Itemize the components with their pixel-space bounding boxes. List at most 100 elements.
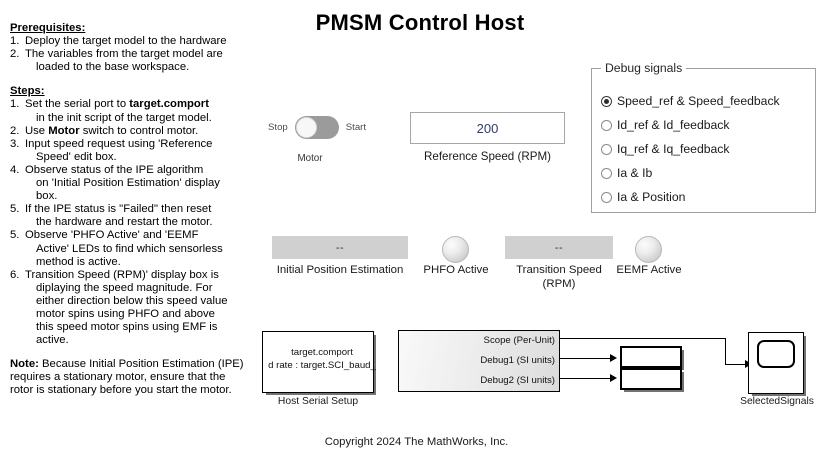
transition-caption-line1: Transition Speed bbox=[516, 264, 602, 276]
list-number: 3. bbox=[10, 137, 20, 150]
list-number: 1. bbox=[10, 98, 20, 111]
list-text-line: on 'Initial Position Estimation' display bbox=[36, 177, 220, 190]
radio-icon[interactable] bbox=[601, 143, 612, 155]
list-text: If the IPE status is "Failed" then reset… bbox=[25, 203, 248, 229]
radio-option-ia-ib[interactable]: Ia & Ib bbox=[601, 161, 780, 185]
motor-switch-off-label: Stop bbox=[268, 122, 288, 133]
list-number: 6. bbox=[10, 268, 20, 281]
list-number: 2. bbox=[10, 124, 20, 137]
transition-speed-value: -- bbox=[554, 241, 564, 254]
step-item-1: 1. Set the serial port to target.comport… bbox=[10, 98, 248, 124]
list-text-line: either direction below this speed value bbox=[36, 294, 228, 307]
step-text-post: switch to control motor. bbox=[79, 124, 199, 137]
phfo-led bbox=[442, 236, 469, 263]
step-item-4: 4. Observe status of the IPE algorithm o… bbox=[10, 164, 248, 203]
list-text-line: the hardware and restart the motor. bbox=[36, 216, 213, 229]
step-text-bold: Motor bbox=[48, 124, 80, 137]
list-text-line: Transition Speed (RPM)' display box is bbox=[25, 268, 219, 281]
list-text-line: Observe status of the IPE algorithm bbox=[25, 163, 204, 176]
debug-signals-radio-list: Speed_ref & Speed_feedback Id_ref & Id_f… bbox=[601, 89, 780, 209]
list-text-line: Set the serial port to target.comport bbox=[25, 98, 248, 111]
motor-switch-knob[interactable] bbox=[295, 117, 317, 138]
radio-icon[interactable] bbox=[601, 191, 612, 203]
mux-block-2[interactable] bbox=[620, 368, 682, 390]
list-text-line: this speed motor spins using EMF is bbox=[36, 321, 218, 334]
motor-switch[interactable]: Stop Start bbox=[268, 116, 366, 139]
list-text-line: If the IPE status is "Failed" then reset bbox=[25, 203, 212, 216]
step-text-pre: Use bbox=[25, 124, 49, 137]
radio-label: Ia & Ib bbox=[617, 166, 653, 180]
arrow-debug2 bbox=[610, 374, 617, 382]
mux-block-1[interactable] bbox=[620, 346, 682, 368]
list-text-line: box. bbox=[36, 190, 58, 203]
radio-icon[interactable] bbox=[601, 167, 612, 179]
serial-text-line1: target.comport bbox=[291, 347, 353, 358]
host-signal-block[interactable]: Scope (Per-Unit) Debug1 (SI units) Debug… bbox=[398, 330, 560, 392]
list-text-line: in the init script of the target model. bbox=[36, 111, 212, 124]
list-number: 4. bbox=[10, 163, 20, 176]
radio-option-speed[interactable]: Speed_ref & Speed_feedback bbox=[601, 89, 780, 113]
prerequisites-heading: Prerequisites: bbox=[10, 22, 86, 34]
list-number: 5. bbox=[10, 229, 20, 242]
wire-debug2 bbox=[560, 378, 612, 380]
steps-heading: Steps: bbox=[10, 85, 45, 98]
serial-text-line2: d rate : target.SCI_baud_ bbox=[268, 359, 376, 371]
step-item-5a: 5. If the IPE status is "Failed" then re… bbox=[10, 203, 248, 229]
scope-icon bbox=[757, 340, 795, 368]
radio-option-ia-position[interactable]: Ia & Position bbox=[601, 185, 780, 209]
list-text-line: loaded to the base workspace. bbox=[36, 61, 190, 74]
wire-debug1 bbox=[560, 358, 612, 360]
motor-switch-track[interactable] bbox=[294, 116, 339, 139]
note-block: Note: Because Initial Position Estimatio… bbox=[10, 358, 248, 397]
eemf-led bbox=[635, 236, 662, 263]
radio-icon[interactable] bbox=[601, 95, 612, 107]
radio-option-id[interactable]: Id_ref & Id_feedback bbox=[601, 113, 780, 137]
motor-switch-caption: Motor bbox=[297, 153, 323, 164]
port-label-scope: Scope (Per-Unit) bbox=[483, 335, 555, 346]
wire-scope-to-selected bbox=[726, 364, 746, 366]
host-serial-setup-text: target.comport d rate : target.SCI_baud_ bbox=[258, 347, 386, 372]
page-title: PMSM Control Host bbox=[315, 10, 525, 35]
list-text-line: Active' LEDs to find which sensorless bbox=[36, 242, 223, 255]
port-label-debug2: Debug2 (SI units) bbox=[480, 375, 555, 386]
transition-caption-line2: (RPM) bbox=[542, 278, 576, 290]
step-text-pre: Set the serial port to bbox=[25, 98, 130, 111]
step-item-5b: 5. Observe 'PHFO Active' and 'EEMF Activ… bbox=[10, 229, 248, 268]
step-item-2: 2. Use Motor switch to control motor. bbox=[10, 125, 248, 138]
reference-speed-input[interactable]: 200 bbox=[410, 112, 565, 144]
host-serial-setup-block[interactable] bbox=[262, 331, 374, 393]
eemf-caption: EEMF Active bbox=[616, 264, 682, 276]
list-text: Input speed request using 'Reference Spe… bbox=[25, 138, 248, 164]
list-number: 2. bbox=[10, 48, 20, 61]
arrow-debug1 bbox=[610, 354, 617, 362]
list-text: The variables from the target model are … bbox=[25, 48, 248, 74]
wire-scope bbox=[560, 338, 725, 340]
transition-speed-display: -- bbox=[505, 236, 613, 259]
step-item-3: 3. Input speed request using 'Reference … bbox=[10, 138, 248, 164]
list-text-line: Observe 'PHFO Active' and 'EEMF bbox=[25, 229, 199, 242]
motor-switch-on-label: Start bbox=[345, 122, 367, 133]
list-text: Transition Speed (RPM)' display box is d… bbox=[25, 269, 248, 348]
phfo-caption: PHFO Active bbox=[423, 264, 489, 276]
note-text: Because Initial Position Estimation (IPE… bbox=[10, 358, 244, 397]
radio-option-iq[interactable]: Iq_ref & Iq_feedback bbox=[601, 137, 780, 161]
list-text-line: method is active. bbox=[36, 255, 121, 268]
list-number: 5. bbox=[10, 203, 20, 216]
step-item-6: 6. Transition Speed (RPM)' display box i… bbox=[10, 269, 248, 348]
list-text-line: Input speed request using 'Reference bbox=[25, 137, 213, 150]
list-text-line: motor spins using PHFO and above bbox=[36, 307, 215, 320]
port-label-debug1: Debug1 (SI units) bbox=[480, 355, 555, 366]
radio-icon[interactable] bbox=[601, 119, 612, 131]
ipe-display-value: -- bbox=[335, 241, 345, 254]
list-text: Set the serial port to target.comport in… bbox=[25, 98, 248, 124]
list-number: 1. bbox=[10, 35, 20, 48]
radio-label: Id_ref & Id_feedback bbox=[617, 118, 730, 132]
step-text-bold: target.comport bbox=[129, 98, 209, 111]
list-text-line: active. bbox=[36, 334, 69, 347]
list-text: Use Motor switch to control motor. bbox=[25, 125, 248, 138]
radio-label: Iq_ref & Iq_feedback bbox=[617, 142, 730, 156]
radio-label: Ia & Position bbox=[617, 190, 686, 204]
note-label: Note: bbox=[10, 358, 39, 371]
instructions-panel: Prerequisites: 1. Deploy the target mode… bbox=[10, 22, 248, 398]
list-text: Observe 'PHFO Active' and 'EEMF Active' … bbox=[25, 229, 248, 268]
